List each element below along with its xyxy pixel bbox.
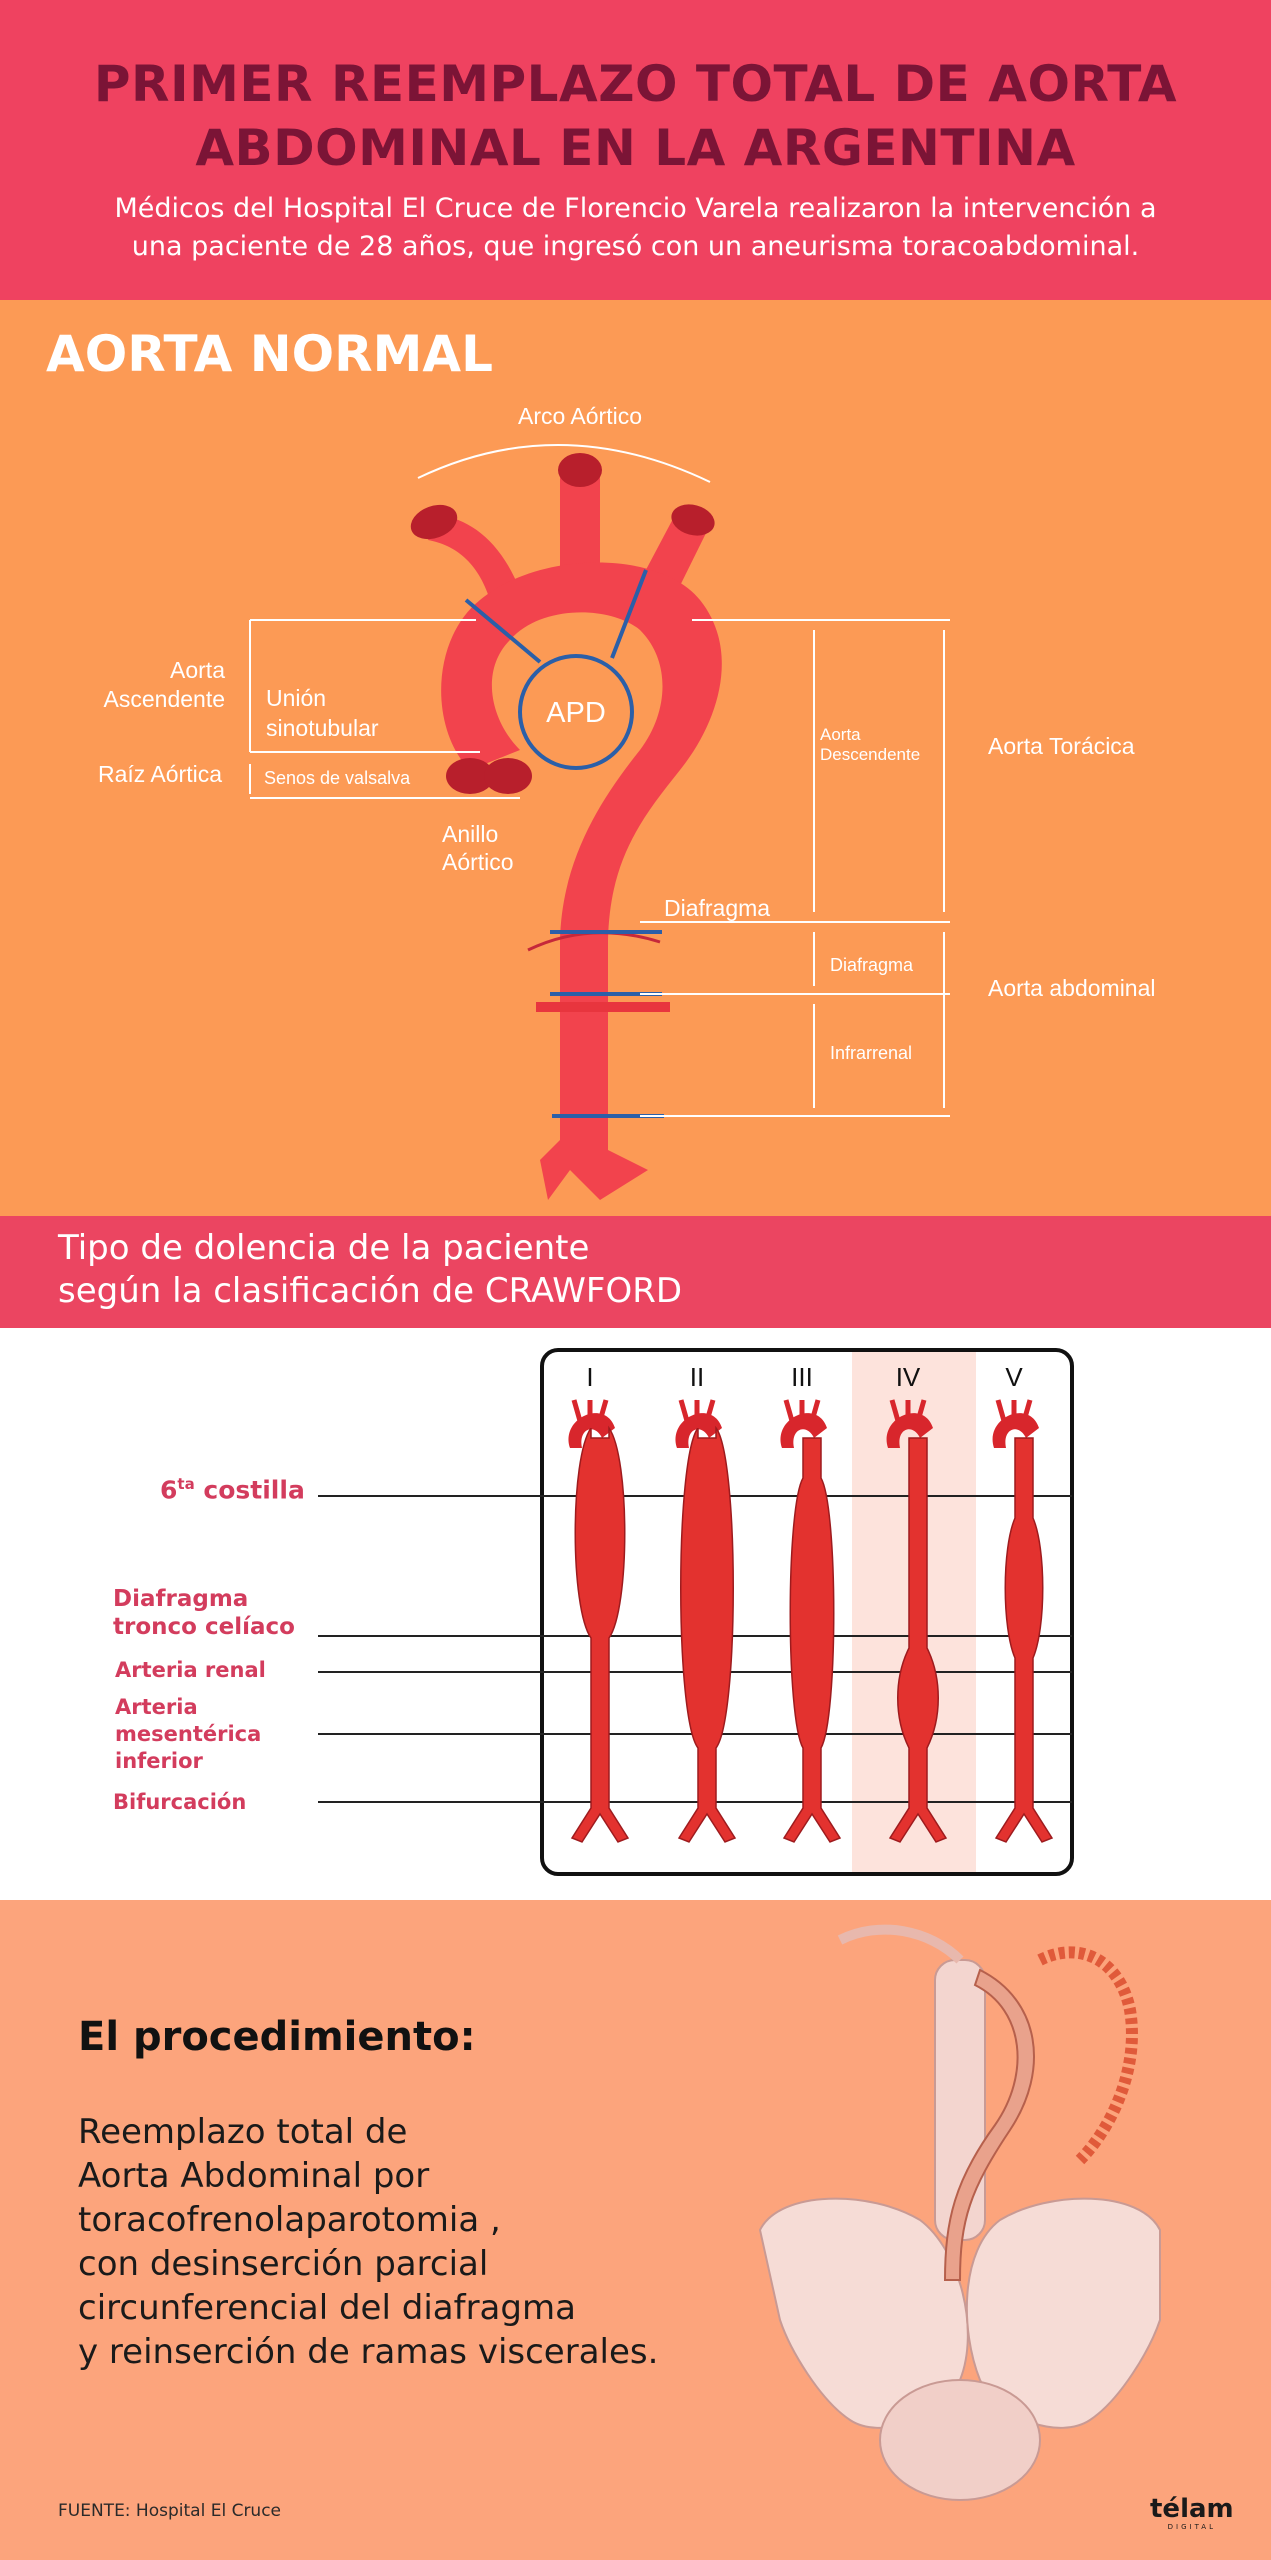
aorta-graft xyxy=(943,1968,1035,2281)
title-line-1: PRIMER REEMPLAZO TOTAL DE AORTA xyxy=(93,55,1178,113)
crawford-branch-IV-2 xyxy=(913,1399,927,1429)
title-line-2: ABDOMINAL EN LA ARGENTINA xyxy=(195,119,1076,177)
label-apd: APD xyxy=(546,697,606,729)
crawford-type-label-III: III xyxy=(791,1362,813,1392)
label-ascendente-2: Ascendente xyxy=(104,686,225,712)
apd-pointer-left xyxy=(464,598,542,664)
label-union-2: sinotubular xyxy=(266,715,379,741)
crawford-branch-IV-0 xyxy=(889,1399,903,1429)
crawford-band-line-2: según la clasificación de CRAWFORD xyxy=(58,1271,683,1311)
crawford-branch-I-2 xyxy=(595,1399,609,1429)
label-anillo-2: Aórtico xyxy=(442,849,514,875)
apd-circle xyxy=(518,654,634,770)
source-credit: FUENTE: Hospital El Cruce xyxy=(58,2501,282,2521)
label-infrarrenal: Infrarrenal xyxy=(830,1043,912,1063)
crawford-band-text: Tipo de dolencia de la paciente según la… xyxy=(58,1227,682,1313)
level-mesenterica-3: inferior xyxy=(115,1749,203,1773)
crawford-branch-II-0 xyxy=(678,1399,692,1429)
branch-left-opening xyxy=(410,504,458,540)
left-reference-lines xyxy=(249,619,520,799)
crawford-frame xyxy=(540,1348,1074,1876)
level-diafragma: Diafragma tronco celíaco xyxy=(113,1585,295,1641)
level-costilla: 6ta costilla xyxy=(160,1470,305,1504)
crawford-branch-I-0 xyxy=(571,1399,585,1429)
page-subtitle: Médicos del Hospital El Cruce de Florenc… xyxy=(0,190,1271,266)
label-diafragma-small: Diafragma xyxy=(830,955,914,975)
crawford-type-label-V: V xyxy=(1005,1362,1023,1392)
costilla-text: costilla xyxy=(194,1475,305,1505)
crawford-branch-II-2 xyxy=(702,1399,716,1429)
logo-text: télam xyxy=(1150,2494,1234,2524)
crawford-branch-V-0 xyxy=(995,1399,1009,1429)
apd-pointer-right xyxy=(610,569,648,659)
label-ascendente-1: Aorta xyxy=(170,657,225,683)
label-toracica: Aorta Torácica xyxy=(988,733,1135,759)
subtitle-line-1: Médicos del Hospital El Cruce de Florenc… xyxy=(114,193,1157,224)
label-abdominal: Aorta abdominal xyxy=(988,975,1156,1001)
level-renal: Arteria renal xyxy=(115,1658,266,1682)
branch-left xyxy=(428,515,520,600)
sinus-left xyxy=(446,758,494,794)
label-arco: Arco Aórtico xyxy=(518,403,642,429)
crawford-branch-III-2 xyxy=(807,1399,821,1429)
vessel-cluster xyxy=(1037,1946,1138,2165)
level-diafragma-1: Diafragma xyxy=(113,1586,249,1612)
crawford-branch-V-2 xyxy=(1019,1399,1033,1429)
label-raiz: Raíz Aórtica xyxy=(98,761,222,787)
level-bifurcacion: Bifurcación xyxy=(113,1790,247,1814)
crawford-aorta-II xyxy=(677,1425,737,1843)
level-mesenterica-1: Arteria xyxy=(115,1695,198,1719)
procedure-heading: El procedimiento: xyxy=(78,2014,476,2060)
crawford-aorta-I xyxy=(570,1425,630,1843)
procedure-text: Reemplazo total de Aorta Abdominal por t… xyxy=(78,2112,659,2372)
crawford-branch-III-0 xyxy=(783,1399,797,1429)
normal-aorta-diagram: Arco Aórtico APD Aorta Ascendente Unión … xyxy=(98,403,1156,1200)
ct-scan-illustration xyxy=(758,1924,1161,2501)
label-senos: Senos de valsalva xyxy=(264,768,411,788)
right-reference-lines xyxy=(640,619,950,1117)
crawford-type-label-IV: IV xyxy=(896,1362,921,1392)
crawford-type-label-II: II xyxy=(690,1362,704,1392)
crawford-band-line-1: Tipo de dolencia de la paciente xyxy=(58,1228,590,1268)
label-descendente-1: Aorta xyxy=(820,725,861,744)
crawford-band xyxy=(0,1216,1271,1328)
renal-bar xyxy=(536,1002,670,1012)
upper-vessels xyxy=(837,1924,964,1964)
branch-middle xyxy=(560,475,600,590)
arco-bracket xyxy=(417,444,711,483)
branch-right-opening xyxy=(671,504,715,536)
label-descendente-2: Descendente xyxy=(820,745,920,764)
level-diafragma-2: tronco celíaco xyxy=(113,1614,295,1640)
header-banner xyxy=(0,0,1271,300)
pelvis-skeleton xyxy=(758,1959,1161,2501)
costilla-sup: ta xyxy=(177,1475,195,1493)
level-mesenterica: Arteria mesentérica inferior xyxy=(115,1694,261,1775)
label-anillo-1: Anillo xyxy=(442,821,498,847)
crawford-type-label-I: I xyxy=(586,1362,593,1392)
logo-subtext: DIGITAL xyxy=(1167,2523,1216,2531)
costilla-number: 6 xyxy=(160,1475,178,1505)
crawford-aorta-IV xyxy=(888,1437,948,1843)
aorta-body xyxy=(441,562,722,1200)
label-union-1: Unión xyxy=(266,685,326,711)
crawford-section xyxy=(0,1328,1271,1900)
normal-aorta-heading: AORTA NORMAL xyxy=(46,325,493,383)
crawford-aorta-III xyxy=(782,1437,842,1843)
sinus-right xyxy=(484,758,532,794)
crawford-aorta-V xyxy=(994,1437,1054,1843)
page-title: PRIMER REEMPLAZO TOTAL DE AORTA ABDOMINA… xyxy=(0,52,1271,180)
branch-middle-opening xyxy=(558,453,602,487)
level-mesenterica-2: mesentérica xyxy=(115,1722,262,1746)
subtitle-line-2: una paciente de 28 años, que ingresó con… xyxy=(131,231,1140,262)
label-diafragma-main: Diafragma xyxy=(664,895,770,921)
